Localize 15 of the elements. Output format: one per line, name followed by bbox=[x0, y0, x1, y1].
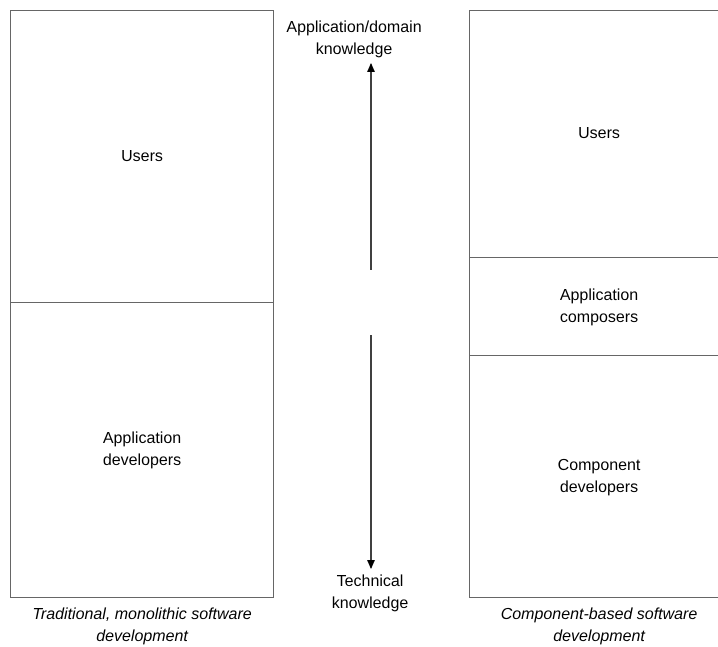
axis-label: Application/domain knowledge bbox=[284, 14, 424, 64]
role-label: Users bbox=[578, 124, 620, 144]
column-caption: Traditional, monolithic software development bbox=[31, 605, 253, 647]
axis-label: Technical knowledge bbox=[300, 568, 440, 618]
column-caption: Component-based software development bbox=[500, 605, 698, 647]
arrow bbox=[367, 335, 375, 569]
role-label: Users bbox=[121, 146, 163, 166]
role-label: Component developers bbox=[556, 456, 642, 498]
group-box bbox=[10, 10, 274, 303]
group-box bbox=[469, 10, 718, 258]
group-box bbox=[10, 302, 274, 598]
group-box bbox=[469, 355, 718, 598]
arrow bbox=[367, 63, 375, 270]
role-label: Application developers bbox=[102, 429, 182, 471]
role-label: Application composers bbox=[558, 286, 640, 328]
